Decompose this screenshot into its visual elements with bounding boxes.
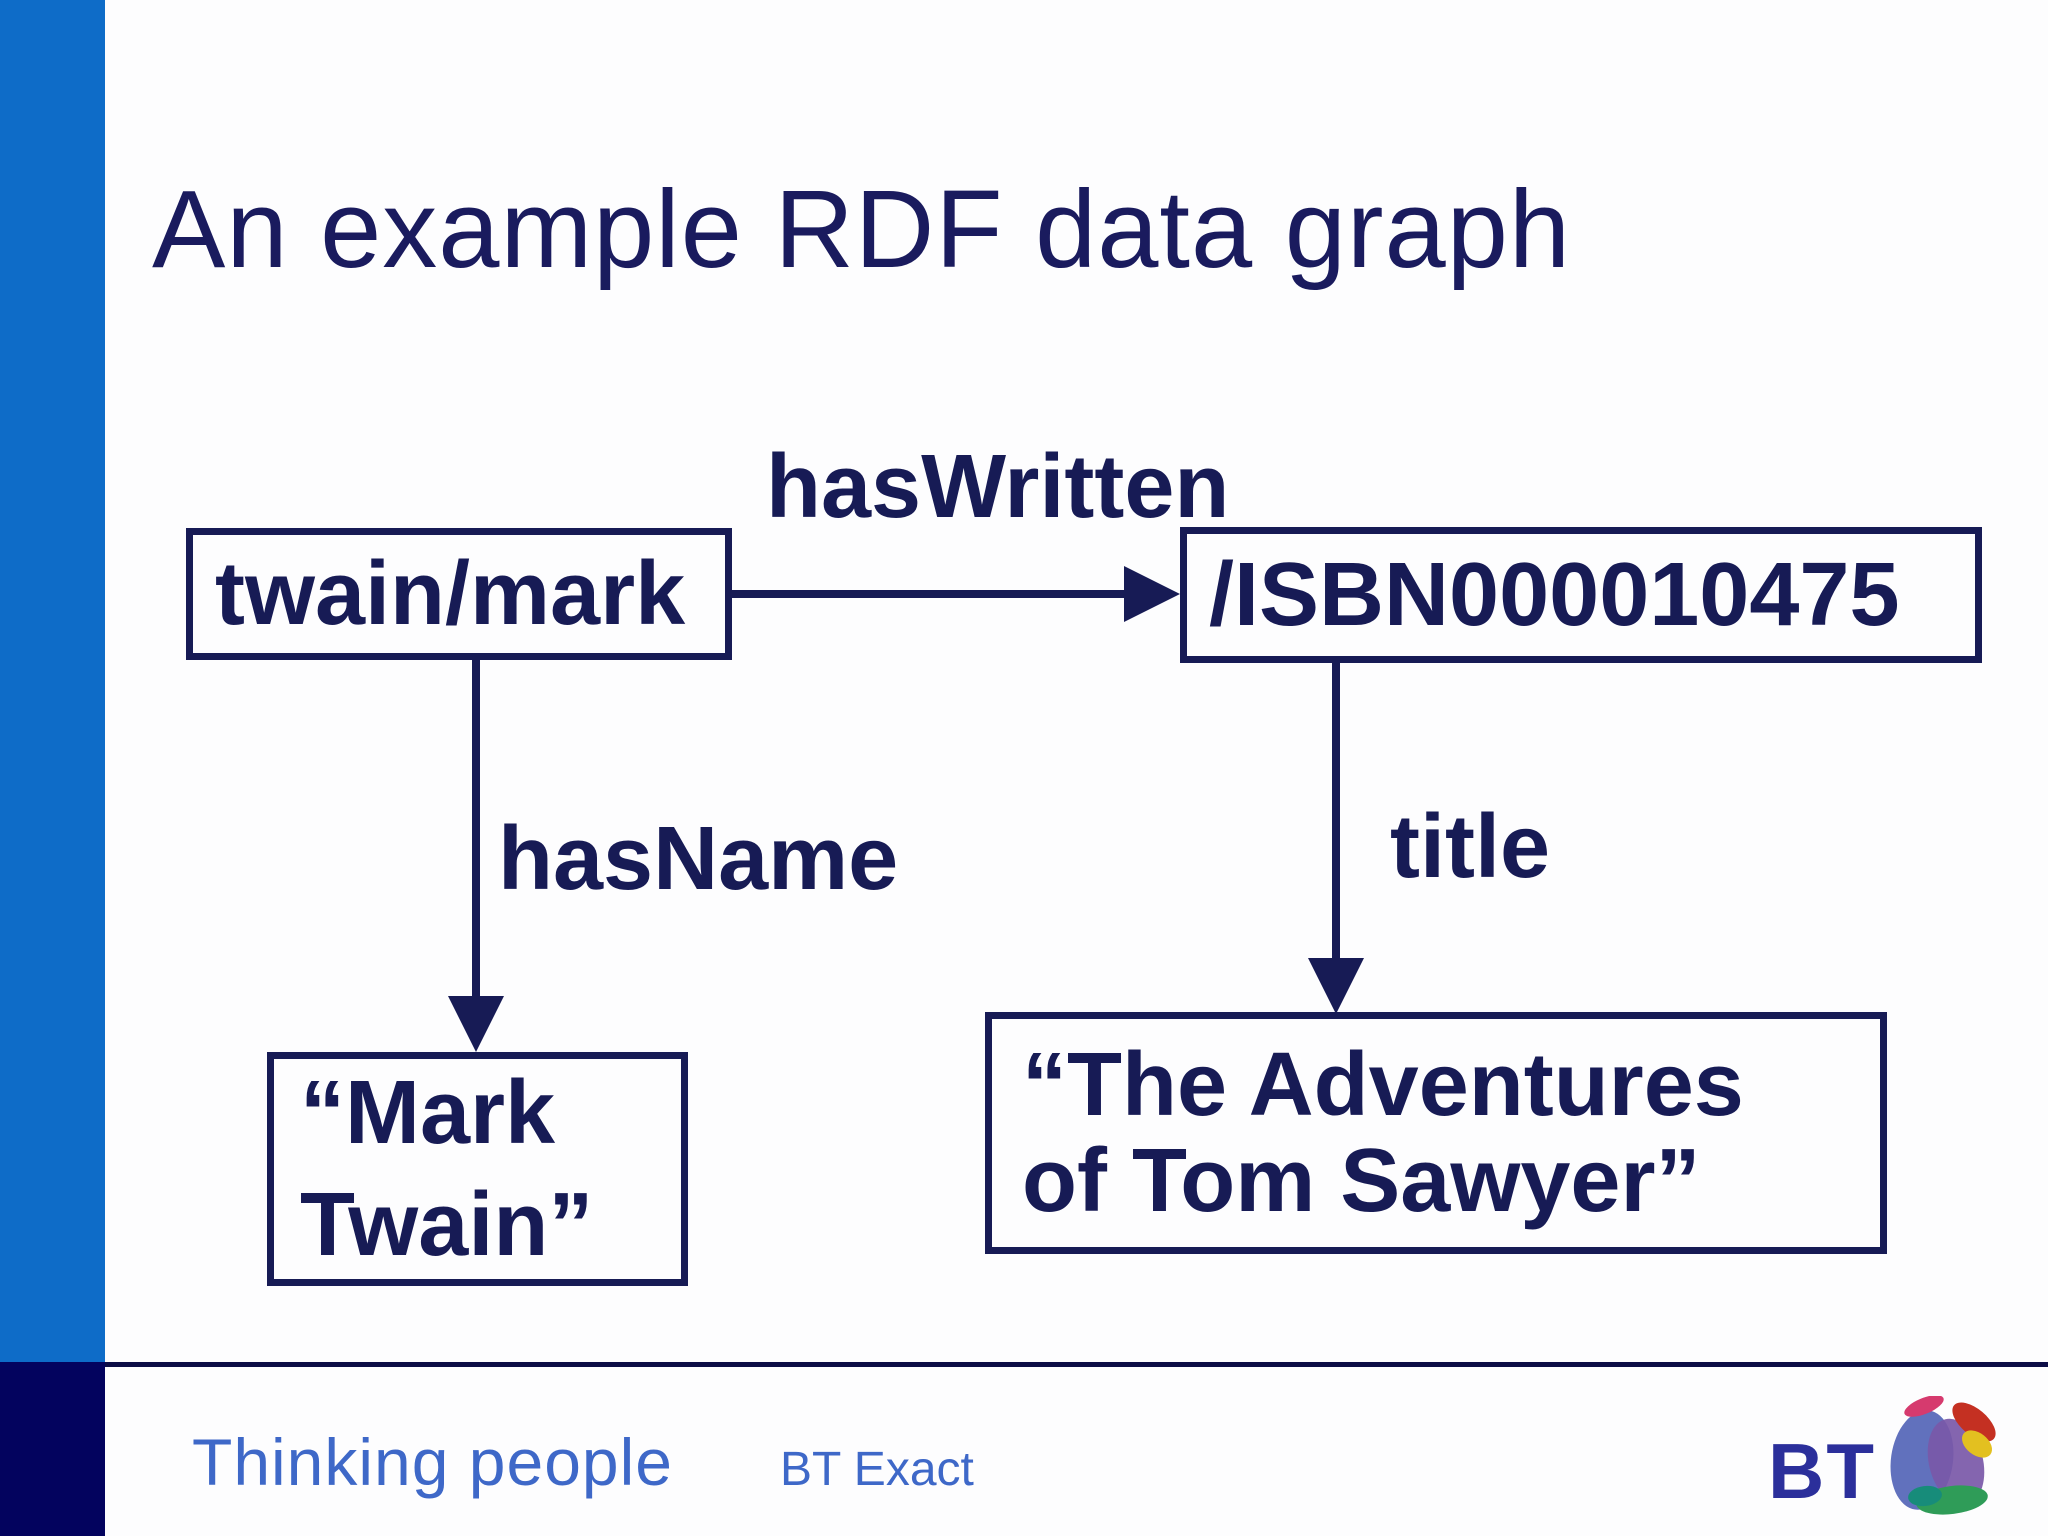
left-footer-accent-bar	[0, 1362, 105, 1536]
arrow-hasname	[448, 660, 504, 1052]
edge-label-title: title	[1390, 797, 1551, 897]
tom-sawyer-line1: “The Adventures	[1022, 1035, 1744, 1135]
node-isbn-label: /ISBN000010475	[1209, 545, 1900, 645]
bt-logo-wordmark: BT	[1768, 1427, 1876, 1515]
node-twain-mark-label: twain/mark	[215, 544, 686, 644]
tom-sawyer-line2: of Tom Sawyer”	[1022, 1131, 1701, 1231]
node-isbn: /ISBN000010475	[1180, 527, 1982, 663]
mark-twain-line1: “Mark	[300, 1063, 556, 1163]
bt-logo: BT	[1768, 1396, 2028, 1528]
arrow-title	[1308, 663, 1364, 1014]
node-tom-sawyer-literal: “The Adventures of Tom Sawyer”	[985, 1012, 1887, 1254]
footer-divider	[105, 1362, 2048, 1367]
footer-brand-unit: BT Exact	[780, 1443, 974, 1496]
slide-title: An example RDF data graph	[152, 167, 1572, 291]
arrow-haswritten	[732, 566, 1180, 622]
left-accent-bar	[0, 0, 105, 1362]
node-twain-mark: twain/mark	[186, 528, 732, 660]
edge-label-hasname: hasName	[498, 809, 899, 909]
bt-globe-icon	[1890, 1396, 1996, 1515]
mark-twain-line2: Twain”	[300, 1175, 594, 1275]
footer-tagline: Thinking people	[192, 1425, 673, 1499]
edge-label-haswritten: hasWritten	[766, 437, 1230, 537]
node-mark-twain-literal: “Mark Twain”	[267, 1052, 688, 1286]
